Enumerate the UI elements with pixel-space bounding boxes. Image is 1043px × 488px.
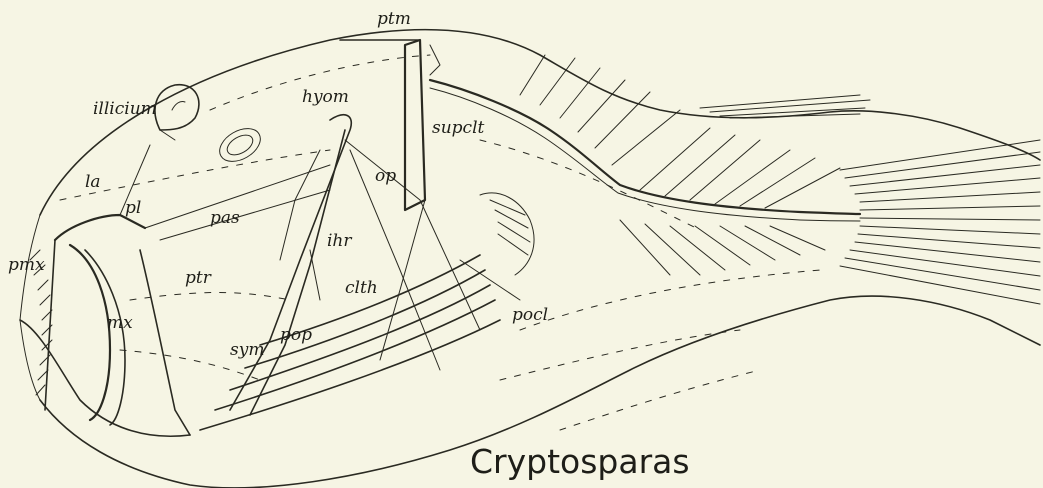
dorsal-fin	[700, 95, 870, 118]
label-ptr: ptr	[185, 268, 212, 288]
label-pocl: pocl	[512, 305, 548, 325]
label-op: op	[375, 166, 396, 186]
figure-title: Cryptosparas	[470, 442, 690, 481]
jaws	[20, 145, 190, 436]
annotation-labels: ptm illicium hyom supclt la pl op pas ih…	[8, 9, 548, 360]
eye	[214, 122, 266, 168]
label-pas: pas	[210, 208, 240, 228]
label-ptm: ptm	[377, 9, 411, 29]
label-supclt: supclt	[432, 118, 485, 138]
label-pl: pl	[125, 198, 141, 218]
label-pmx: pmx	[8, 255, 45, 275]
label-hyom: hyom	[302, 87, 349, 107]
label-illicium: illicium	[93, 99, 157, 119]
pectoral-fin	[480, 193, 534, 275]
label-la: la	[85, 172, 101, 192]
caudal-fin	[840, 140, 1040, 304]
label-sym: sym	[230, 340, 264, 360]
label-mx: mx	[107, 313, 133, 333]
vertebral-column	[430, 55, 860, 275]
label-ihr: ihr	[327, 231, 352, 251]
label-clth: clth	[345, 278, 378, 298]
label-pop: pop	[280, 325, 312, 345]
